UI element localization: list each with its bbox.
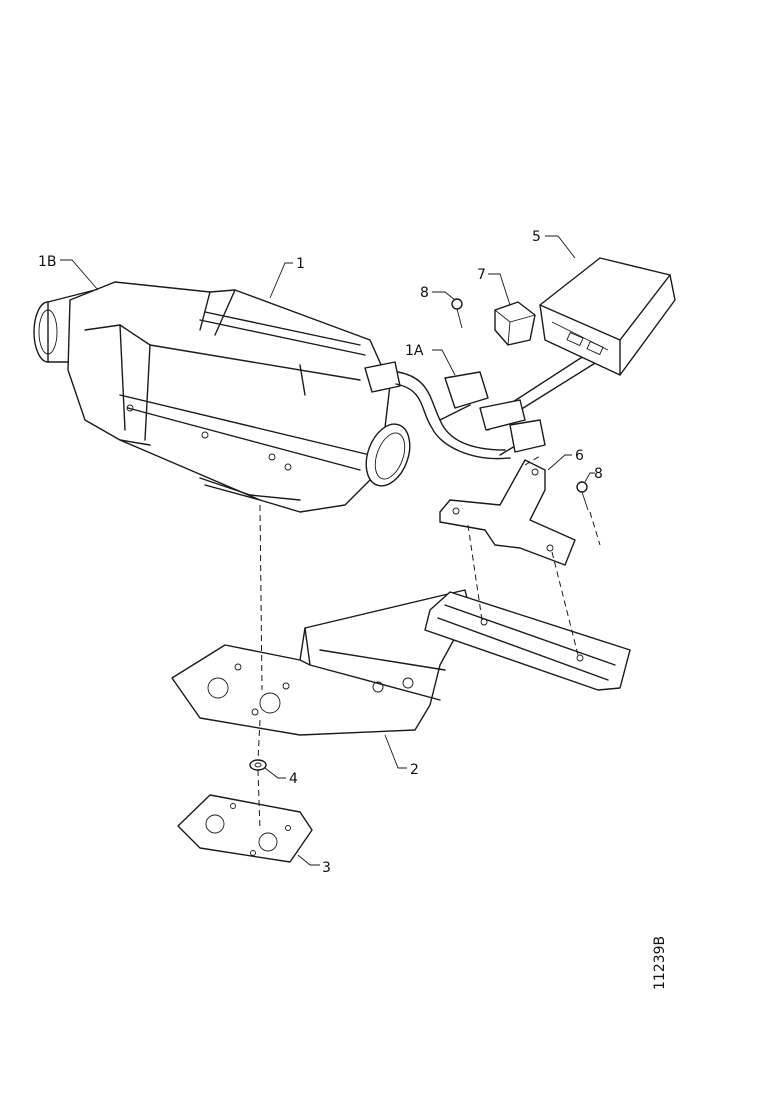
leader-lines: [60, 235, 595, 866]
label-8-top: 8: [420, 285, 429, 301]
label-8-right: 8: [594, 466, 603, 482]
screw-8-top: [451, 298, 463, 329]
washer-4: [249, 759, 267, 771]
gasket-3: [177, 794, 313, 863]
mounting-rail: [424, 591, 631, 691]
assembly-lines: [257, 455, 579, 831]
label-2: 2: [410, 762, 419, 778]
callout-labels: 1B 1 1A 8 7 5 6 8 2 4 3: [38, 229, 603, 876]
harness-connector-1a: [444, 371, 546, 453]
heater-unit: [33, 281, 411, 513]
label-4: 4: [289, 771, 298, 787]
label-1: 1: [296, 256, 305, 272]
document-number: 11239B: [652, 936, 668, 990]
connector-7: [494, 301, 536, 346]
label-1b: 1B: [38, 254, 57, 270]
mounting-bracket-2: [171, 589, 471, 736]
label-5: 5: [532, 229, 541, 245]
screw-8-right: [576, 481, 601, 546]
label-6: 6: [575, 448, 584, 464]
bracket-6: [439, 459, 576, 566]
controller-5: [539, 257, 676, 376]
label-3: 3: [322, 860, 331, 876]
label-7: 7: [477, 267, 486, 283]
label-1a: 1A: [405, 343, 424, 359]
